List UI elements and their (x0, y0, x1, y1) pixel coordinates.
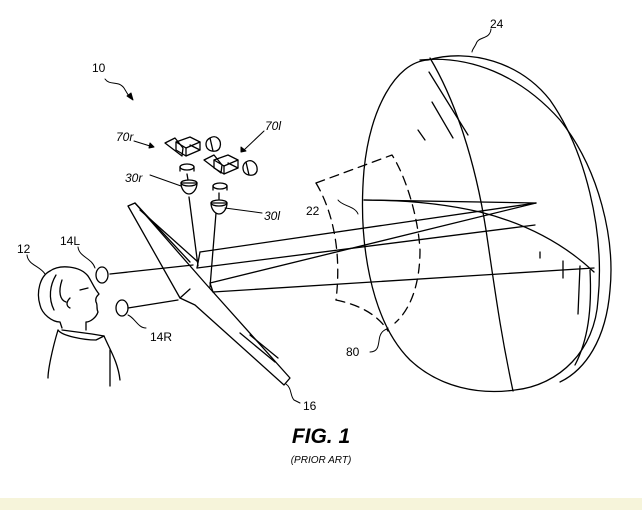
patent-figure-drawing: 10 12 14L 14R 16 22 24 30r 30l 70r 70l 8… (17, 17, 642, 413)
figure-subtitle: (PRIOR ART) (290, 455, 352, 466)
left-image-source (204, 155, 257, 175)
label-left-image-source: 70l (265, 119, 281, 133)
label-image-region: 80 (346, 345, 360, 359)
label-right-image-source: 70r (116, 130, 134, 144)
optical-beams (197, 200, 594, 292)
beamsplitter (128, 203, 290, 385)
figure-title: FIG. 1 (291, 425, 351, 448)
label-right-eye-pupil: 14R (150, 330, 172, 344)
left-projector (211, 183, 227, 214)
label-left-eye-pupil: 14L (60, 234, 80, 248)
spherical-mirror (363, 56, 611, 392)
leader-lines (27, 29, 491, 403)
label-system: 10 (92, 61, 106, 75)
projector-rays (189, 197, 216, 287)
left-eye-pupil (96, 267, 108, 283)
label-spherical-mirror: 24 (490, 17, 504, 31)
label-right-projector: 30r (125, 171, 143, 185)
label-beamsplitter: 16 (303, 399, 317, 413)
label-viewer: 12 (17, 242, 31, 256)
image-region-dashed (316, 155, 420, 331)
footer-strip (0, 498, 642, 510)
label-image: 22 (306, 204, 320, 218)
right-image-source (165, 137, 220, 156)
pupil-rays (110, 265, 193, 308)
viewer-head (38, 267, 120, 386)
right-projector (180, 164, 197, 194)
right-eye-pupil (116, 300, 128, 316)
label-left-projector: 30l (264, 209, 280, 223)
